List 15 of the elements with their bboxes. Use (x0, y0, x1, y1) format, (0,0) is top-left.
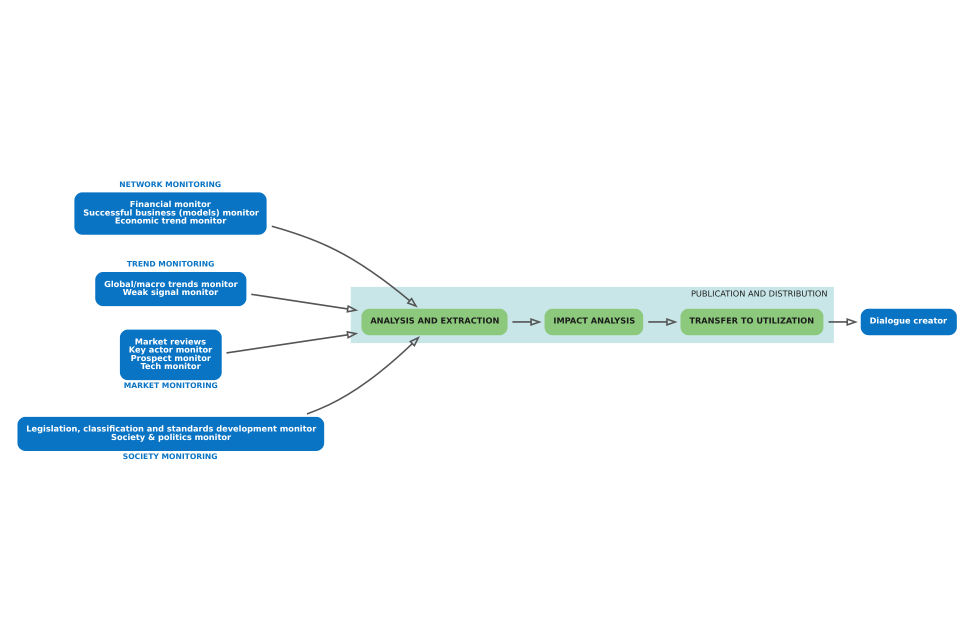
arrow (512, 318, 542, 326)
arrow (648, 318, 678, 326)
arrow (251, 294, 358, 313)
arrow (272, 226, 418, 308)
node-box: Financial monitor Successful business (models) monitor Economic trend monitor (74, 192, 267, 235)
node-box: TRANSFER TO UTILIZATION (680, 308, 824, 336)
node-box: ANALYSIS AND EXTRACTION (361, 308, 508, 336)
node-box: Legislation, classification and standards development monitor Society & politics monitor (17, 416, 324, 451)
arrow (226, 330, 358, 354)
node-box: Global/macro trends monitor Weak signal monitor (95, 272, 246, 306)
arrow (828, 318, 858, 326)
node-box: Market reviews Key actor monitor Prospect monitor Tech monitor (120, 330, 222, 380)
node-box: Dialogue creator (860, 308, 957, 336)
node-box: IMPACT ANALYSIS (544, 308, 644, 336)
arrow (306, 336, 420, 415)
